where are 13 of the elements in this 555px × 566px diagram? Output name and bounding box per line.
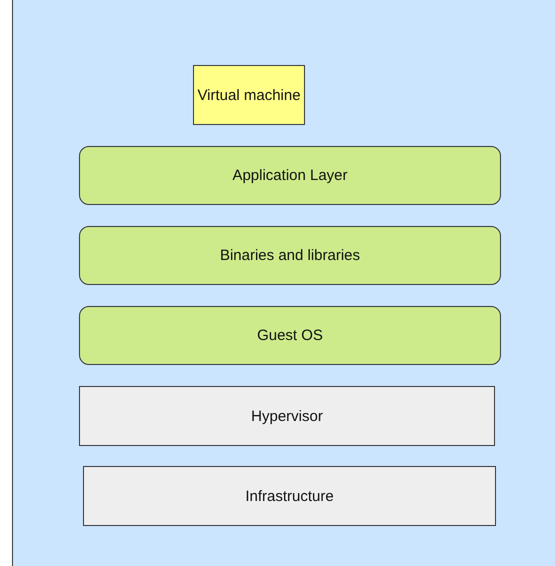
- layer-label: Application Layer: [232, 167, 348, 184]
- layer-label: Infrastructure: [245, 488, 334, 504]
- layer-box: [79, 146, 501, 205]
- layer-box: [83, 466, 496, 526]
- layer-label: Binaries and libraries: [220, 247, 360, 264]
- layer-box: [79, 386, 495, 446]
- container-background: [12, 0, 555, 566]
- layer-label: Virtual machine: [197, 86, 301, 104]
- layer-box: [79, 306, 501, 365]
- label-box: [193, 65, 305, 125]
- layer-label: Guest OS: [257, 327, 323, 344]
- layer-box: [79, 226, 501, 285]
- layer-label: Hypervisor: [251, 408, 323, 424]
